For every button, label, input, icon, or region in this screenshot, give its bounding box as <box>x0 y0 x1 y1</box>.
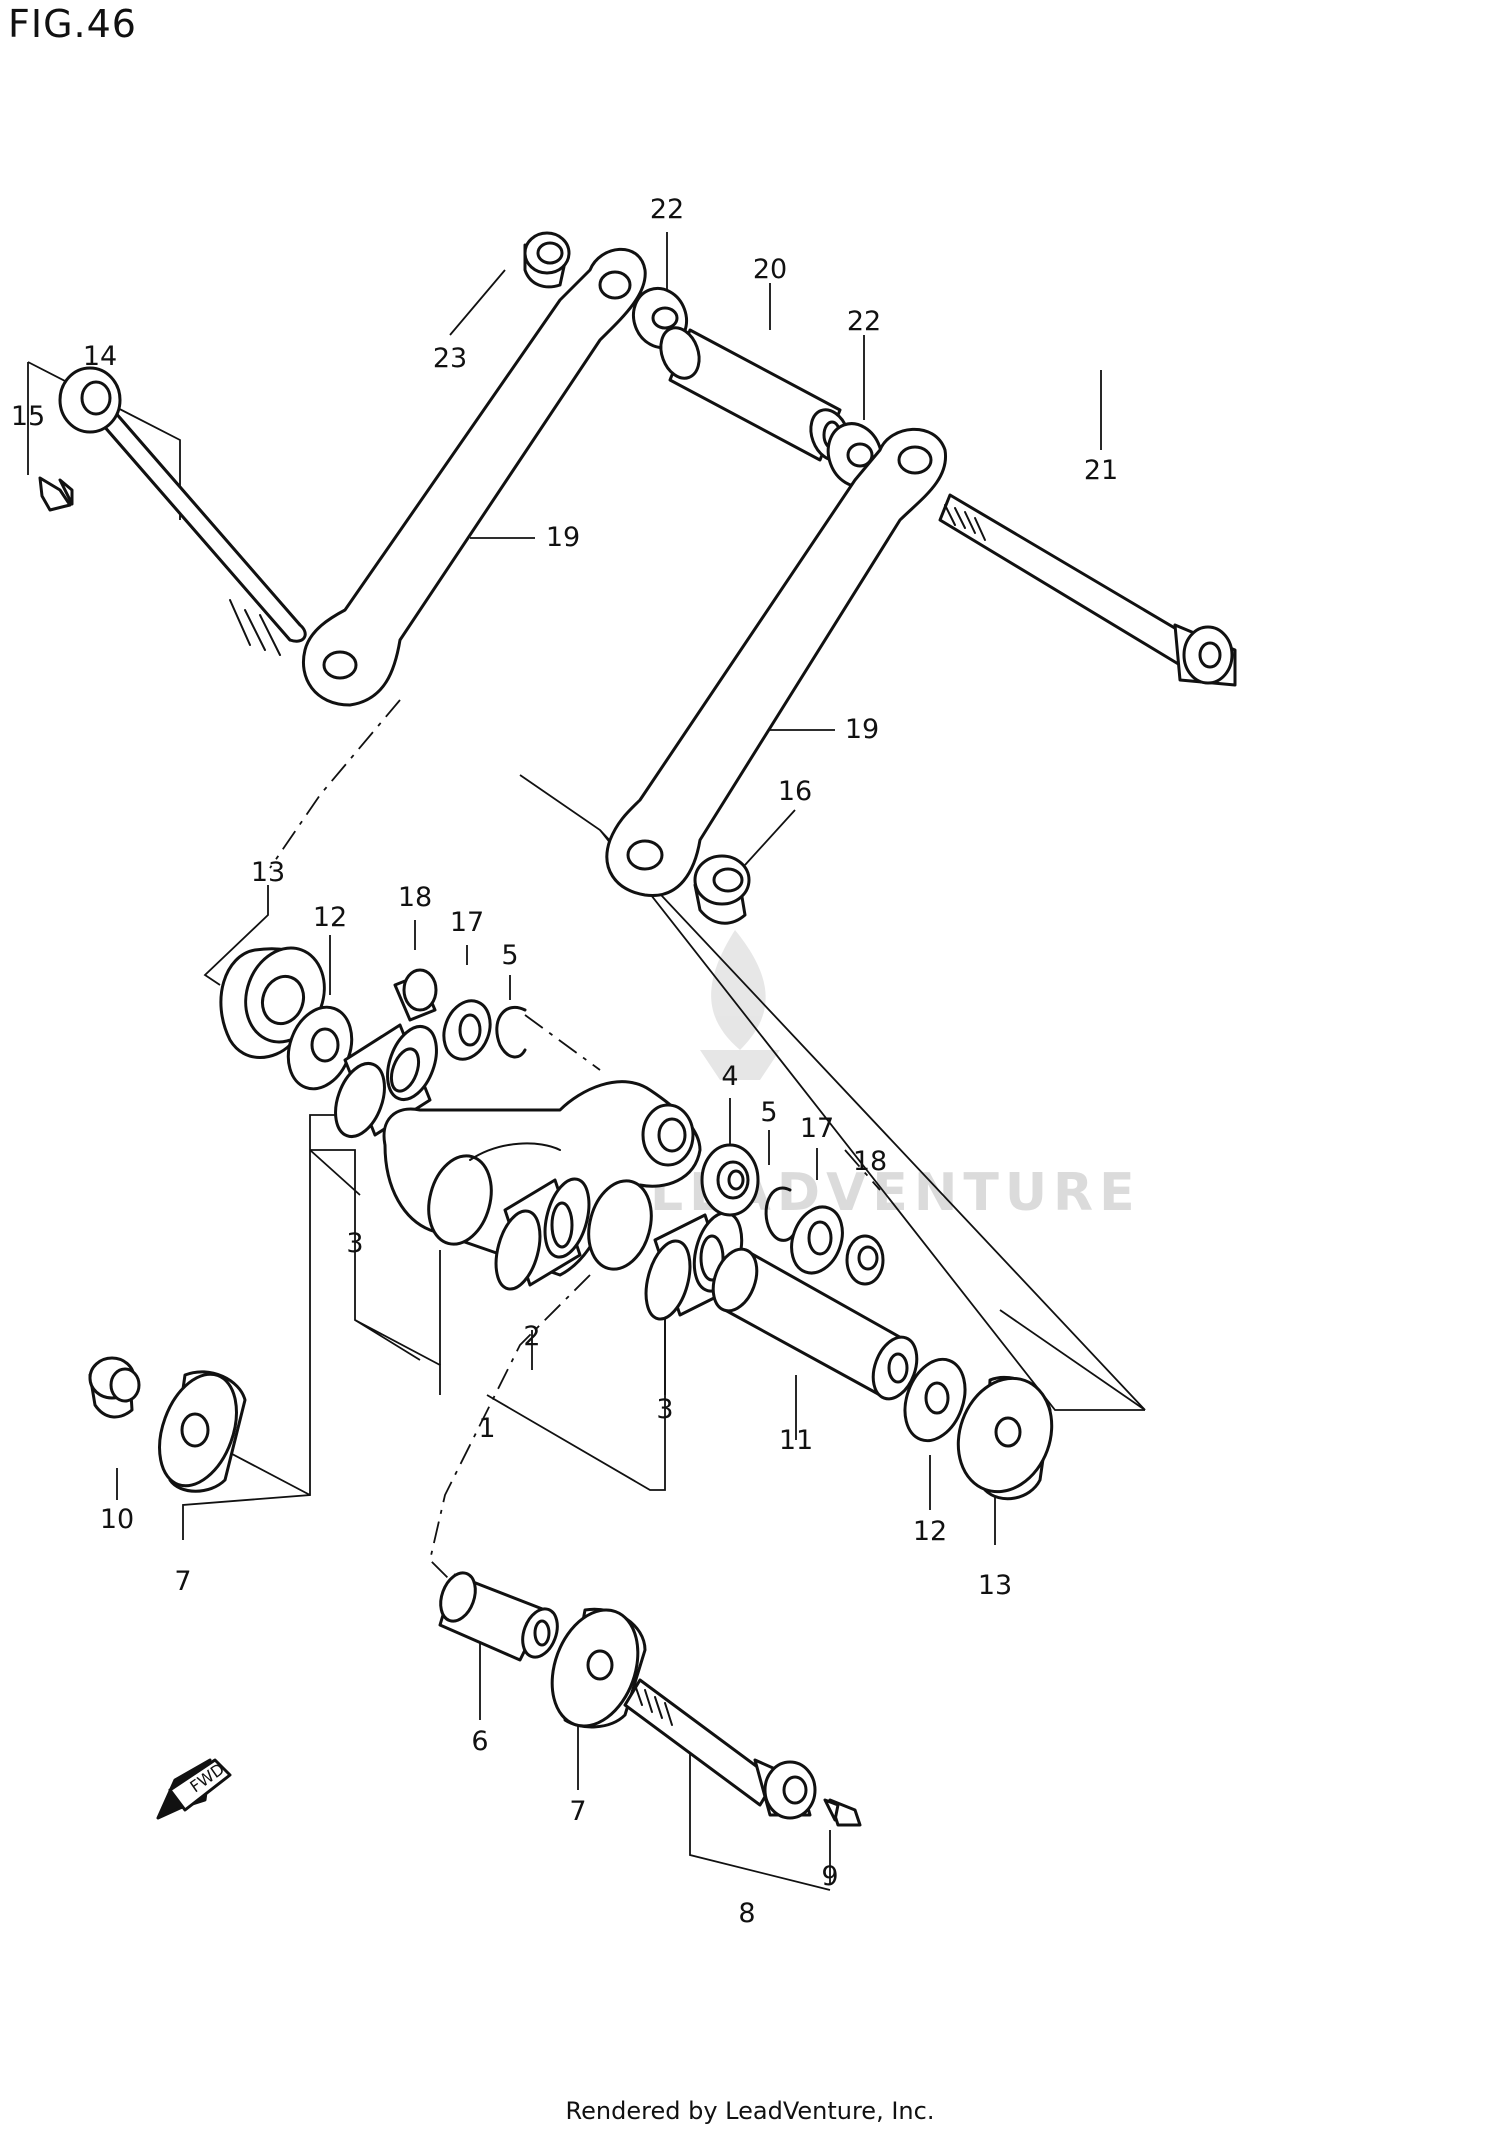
callout-12: 12 <box>913 1516 947 1547</box>
callout-2: 2 <box>523 1321 540 1352</box>
callout-7: 7 <box>569 1796 586 1827</box>
washer-12-upper <box>286 1005 354 1091</box>
callout-labels: 22 20 22 23 14 15 21 19 19 16 13 12 18 1… <box>11 194 1118 1929</box>
seal-17-upper <box>442 999 492 1061</box>
callout-8: 8 <box>738 1898 755 1929</box>
bushing-3-left <box>334 1023 438 1138</box>
link-19-right <box>605 427 947 897</box>
circlip-5-lower <box>764 1186 797 1242</box>
dust-cover-7-left <box>158 1370 247 1493</box>
callout-5: 5 <box>501 940 518 971</box>
collar-11 <box>711 1247 919 1401</box>
washer-12-lower <box>903 1357 967 1443</box>
callout-3: 3 <box>346 1228 363 1259</box>
callout-15: 15 <box>11 401 45 432</box>
callout-4: 4 <box>721 1061 738 1092</box>
dust-cover-7-right <box>550 1607 647 1729</box>
nut-10 <box>88 1356 141 1419</box>
callout-19: 19 <box>845 714 879 745</box>
nut-23 <box>523 231 571 289</box>
callout-12: 12 <box>313 902 347 933</box>
bolt-8 <box>623 1678 817 1820</box>
callout-3: 3 <box>656 1394 673 1425</box>
footer-credit: Rendered by LeadVenture, Inc. <box>565 2097 935 2125</box>
callout-7: 7 <box>174 1566 191 1597</box>
callout-23: 23 <box>433 343 467 374</box>
seal-17-lower <box>790 1205 844 1275</box>
callout-21: 21 <box>1084 455 1118 486</box>
dust-cover-13-lower <box>956 1375 1054 1501</box>
collar-20 <box>659 326 851 462</box>
bearing-18-upper <box>393 968 438 1022</box>
bolt-21 <box>938 493 1237 687</box>
bolt-14 <box>58 366 307 656</box>
callout-17: 17 <box>800 1113 834 1144</box>
callout-20: 20 <box>753 254 787 285</box>
callout-6: 6 <box>471 1726 488 1757</box>
callout-22: 22 <box>847 306 881 337</box>
callout-9: 9 <box>821 1861 838 1892</box>
callout-5: 5 <box>760 1097 777 1128</box>
figure-title: FIG.46 <box>8 2 137 46</box>
callout-14: 14 <box>83 341 117 372</box>
cotter-pin-9 <box>823 1798 862 1827</box>
fwd-arrow-icon: FWD <box>156 1758 232 1820</box>
callout-22: 22 <box>650 194 684 225</box>
cushion-lever-1 <box>382 1080 702 1277</box>
cotter-pin-15 <box>38 476 74 512</box>
callout-16: 16 <box>778 776 812 807</box>
callout-18: 18 <box>853 1146 887 1177</box>
callout-13: 13 <box>251 857 285 888</box>
bearing-4 <box>700 1143 760 1217</box>
callout-19: 19 <box>546 522 580 553</box>
bearing-18-lower <box>845 1234 885 1286</box>
circlip-5-upper <box>495 1006 527 1059</box>
callout-11: 11 <box>779 1425 813 1456</box>
callout-17: 17 <box>450 907 484 938</box>
callout-13: 13 <box>978 1570 1012 1601</box>
callout-10: 10 <box>100 1504 134 1535</box>
callout-1: 1 <box>478 1413 495 1444</box>
nut-16 <box>693 854 751 925</box>
collar-6 <box>438 1571 559 1662</box>
link-19-left <box>302 247 647 707</box>
collar-2 <box>494 1177 591 1291</box>
callout-18: 18 <box>398 882 432 913</box>
